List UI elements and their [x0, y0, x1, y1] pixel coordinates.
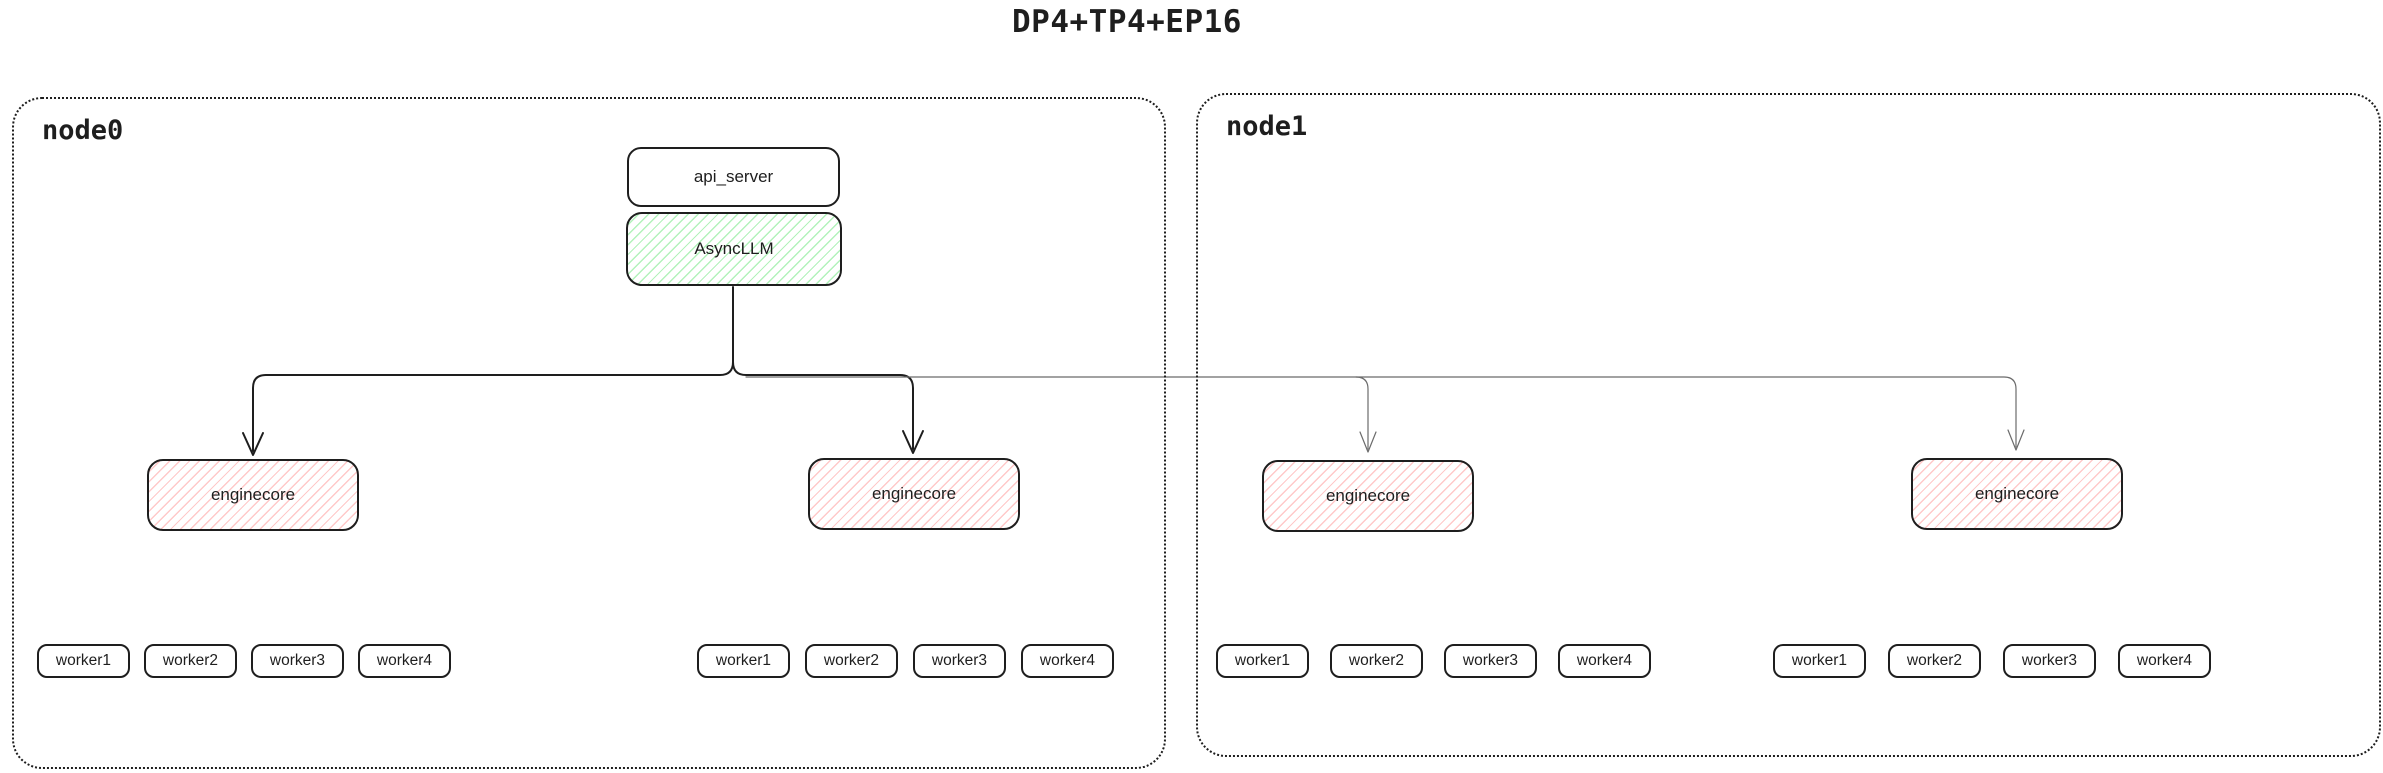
enginecore-box-node0-2: enginecore	[808, 458, 1020, 530]
worker-box: worker1	[697, 644, 790, 678]
diagram-title: DP4+TP4+EP16	[1012, 4, 1242, 40]
worker-row-node1-2: worker1 worker2 worker3 worker4	[1773, 644, 2211, 678]
worker-box: worker1	[1773, 644, 1866, 678]
node0-container: node0	[12, 97, 1166, 769]
worker-box: worker4	[2118, 644, 2211, 678]
api-server-box: api_server	[627, 147, 840, 207]
worker-box: worker4	[358, 644, 451, 678]
worker-box: worker4	[1021, 644, 1114, 678]
enginecore-box-node1-2: enginecore	[1911, 458, 2123, 530]
api-server-label: api_server	[693, 167, 774, 186]
enginecore-label: enginecore	[1974, 484, 2060, 503]
worker-box: worker1	[37, 644, 130, 678]
enginecore-label: enginecore	[210, 485, 296, 504]
worker-box: worker2	[805, 644, 898, 678]
worker-box: worker2	[1888, 644, 1981, 678]
worker-row-node1-1: worker1 worker2 worker3 worker4	[1216, 644, 1651, 678]
worker-box: worker3	[251, 644, 344, 678]
worker-box: worker1	[1216, 644, 1309, 678]
node1-label: node1	[1226, 111, 1308, 142]
worker-box: worker2	[144, 644, 237, 678]
node0-label: node0	[42, 115, 124, 146]
asyncllm-box: AsyncLLM	[626, 212, 842, 286]
enginecore-box-node0-1: enginecore	[147, 459, 359, 531]
enginecore-box-node1-1: enginecore	[1262, 460, 1474, 532]
worker-box: worker4	[1558, 644, 1651, 678]
worker-row-node0-1: worker1 worker2 worker3 worker4	[37, 644, 451, 678]
asyncllm-label: AsyncLLM	[694, 239, 774, 258]
worker-box: worker2	[1330, 644, 1423, 678]
node1-container: node1	[1196, 93, 2381, 757]
worker-box: worker3	[913, 644, 1006, 678]
worker-box: worker3	[2003, 644, 2096, 678]
enginecore-label: enginecore	[871, 484, 957, 503]
worker-row-node0-2: worker1 worker2 worker3 worker4	[697, 644, 1114, 678]
enginecore-label: enginecore	[1325, 486, 1411, 505]
worker-box: worker3	[1444, 644, 1537, 678]
